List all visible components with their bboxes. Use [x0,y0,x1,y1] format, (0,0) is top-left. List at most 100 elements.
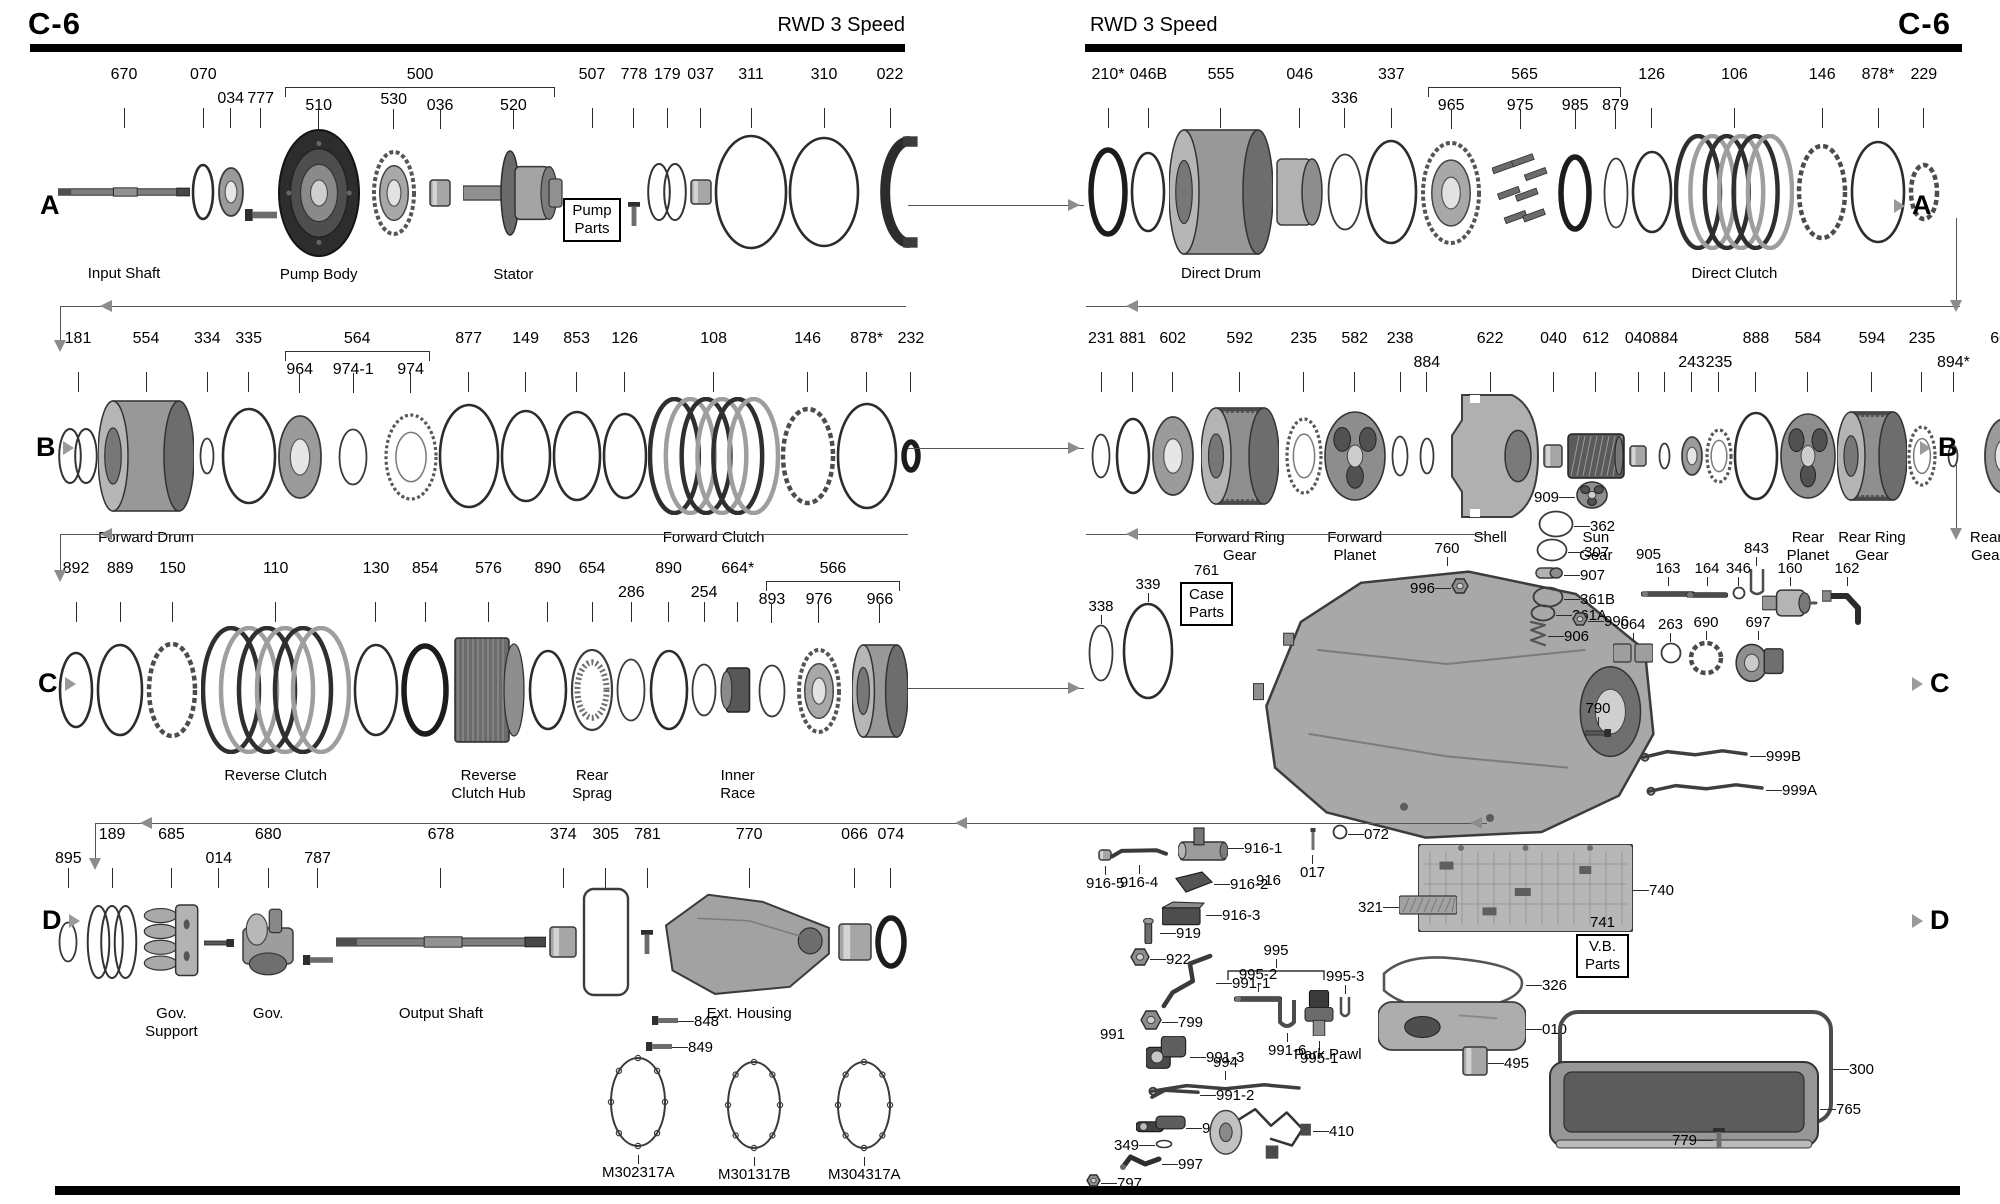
leader-line [678,1020,694,1022]
leader-line [1871,372,1873,392]
leader-line [713,372,715,392]
part-shape [1680,392,1704,524]
clip-icon [1276,996,1298,1033]
ring-icon [714,134,788,255]
leader-line [119,602,121,622]
part-label: 690 [1693,614,1719,631]
part-877: 877 [438,330,500,524]
rodbent-icon [1110,846,1168,865]
page-number-left: C-6 [28,6,81,41]
leader-line [1632,633,1634,642]
part-label: 070 [190,66,217,83]
part-shape [1168,128,1274,260]
part-shape [875,888,907,1000]
part-label: 878* [850,330,884,347]
part-label: 991-2 [1216,1087,1255,1104]
part-label: 036 [426,97,454,114]
page-number-right: C-6 [1898,6,1951,41]
leader-line [1552,372,1554,392]
flow-line [60,306,61,340]
flow-arrow-icon [62,440,74,455]
leader-line [275,602,277,622]
part-label: 126 [1638,66,1665,83]
flow-line [908,205,1084,206]
part-label: 336 [1331,90,1358,107]
part-070: 070 [190,66,217,260]
part-shape [200,622,351,762]
part-346: 346 [1726,560,1751,605]
part-label: 790 [1585,700,1611,717]
part-916-3: 916-3 [1161,900,1260,931]
leader-line [605,868,607,888]
hub-icon [720,661,756,724]
flow-arrow-left-icon [1470,817,1482,829]
part-label: 162 [1834,560,1860,577]
part-shape [1705,392,1733,524]
part-shape [552,392,602,524]
disc-icon [277,414,323,505]
part-M304317A: M304317A [828,1058,901,1183]
part-064: 064 [1612,616,1654,669]
part-778: 778 [621,66,647,260]
leader-line [1670,633,1672,642]
leader-line [1100,615,1102,624]
part-label: 787 [304,850,331,867]
part-label: 999B [1766,748,1802,765]
part-caption: Output Shaft [398,1005,484,1022]
part-shape [649,622,689,762]
flow-arrow-right-icon [1068,682,1080,694]
part-label: 612 [1582,330,1610,347]
leader-line [646,868,648,888]
part-229: 229 [1908,66,1940,260]
wedge-icon [1174,870,1214,899]
rodbent2-icon [1158,952,1216,1015]
part-shape [528,622,568,762]
part-235: 235 [1705,330,1733,524]
oring-icon [616,658,646,727]
disc-icon [1680,435,1704,482]
oring-icon [58,921,78,968]
part-label: 995-2 [1238,966,1278,983]
part-shape [199,392,215,524]
part-caption: Shell [1473,529,1507,546]
part-777: 777 [244,66,277,260]
part-974-1: 974-1 [333,361,374,525]
elbow-icon [1821,586,1872,631]
part-label: 592 [1226,330,1254,347]
part-label: 916-5 [1086,875,1125,892]
toothdisc-icon [1420,140,1482,251]
part-label: 892 [62,560,90,577]
part-799: 799 [1140,1010,1203,1035]
part-311: 311 [714,66,788,260]
leader-line [1354,372,1356,392]
part-label: 770 [735,826,763,843]
part-shape [1419,392,1435,524]
part-991: 991 [1100,1026,1125,1043]
flow-arrow-down-icon [89,858,101,870]
leader-line [1100,372,1102,392]
part-916-1: 916-1 [1177,826,1282,871]
harness-icon [1208,1096,1313,1167]
part-231: 231 [1088,330,1115,524]
part-label: 555 [1207,66,1235,83]
leader-line [1548,636,1564,637]
leader-line [672,1046,688,1048]
part-shape [714,128,788,260]
part-126: 126 [1631,66,1673,260]
part-888: 888 [1733,330,1779,524]
part-label: 163 [1655,560,1681,577]
part-label: 664* [721,560,755,577]
part-label: 995-3 [1326,968,1365,985]
part-shape [57,128,191,260]
row-letter-b-right: B [1920,432,1958,463]
part-shape [1567,392,1625,524]
leader-line [630,602,632,622]
part-974: 974 [384,361,438,525]
ring-icon [836,402,898,515]
ring-icon [353,643,399,742]
part-shape [851,623,909,763]
part-label: 996 [1410,580,1436,597]
part-shape [837,888,872,1000]
seal-icon [875,914,907,974]
